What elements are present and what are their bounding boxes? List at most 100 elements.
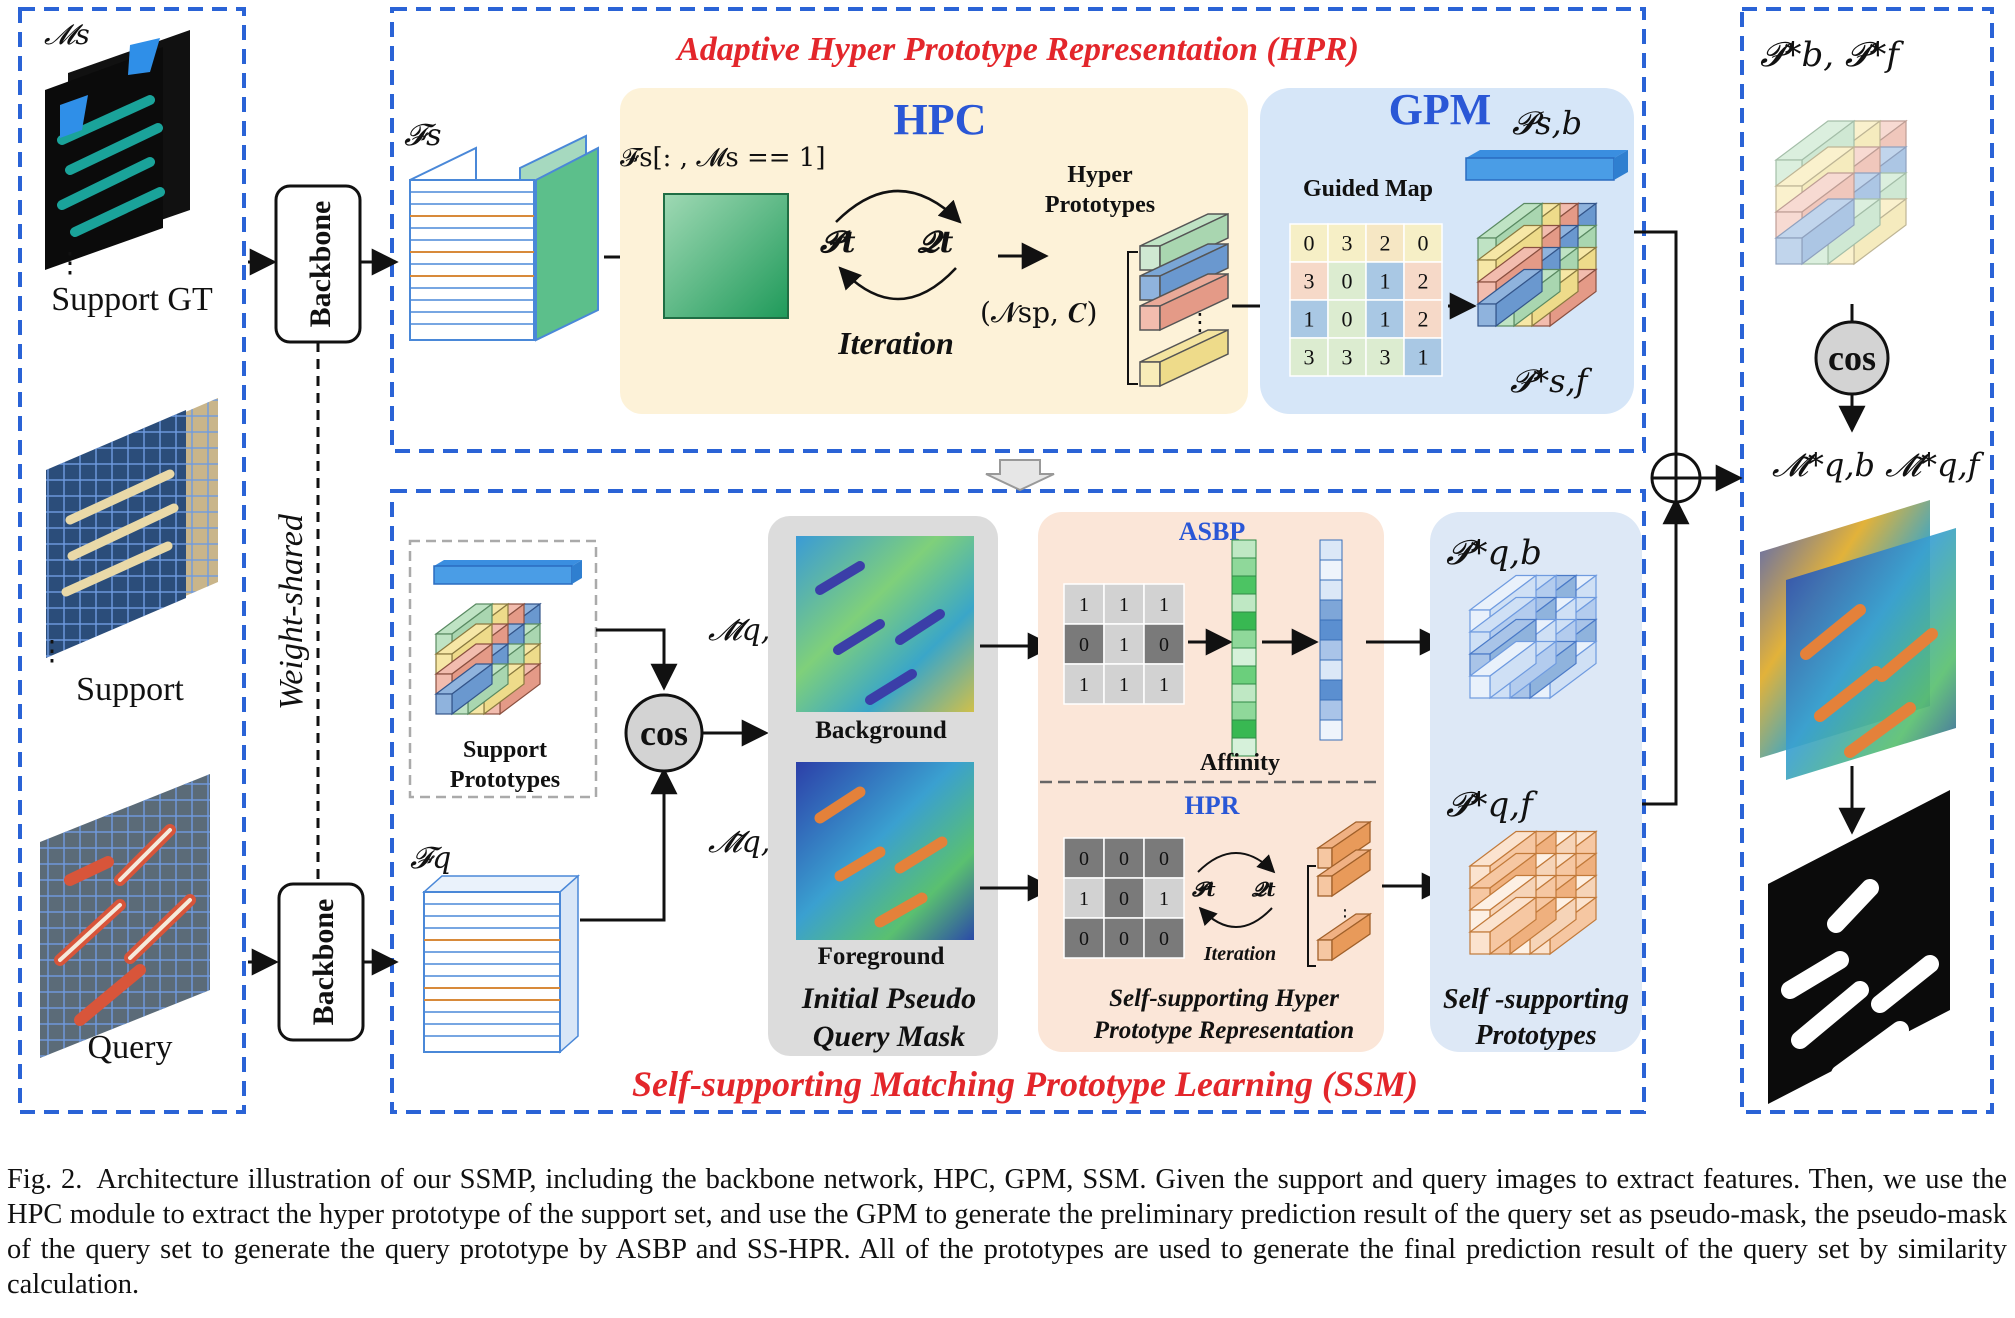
guided-map-cell: 3 [1365, 337, 1405, 377]
hpr-to-ssm-arrow [985, 459, 1055, 492]
asbp-cell: 0 [1143, 623, 1185, 665]
hpr-cell: 0 [1103, 877, 1145, 919]
svg-text:1: 1 [1380, 269, 1391, 294]
ss-hpr-title: HPR [1185, 791, 1240, 820]
guided-map-label: Guided Map [1303, 176, 1433, 202]
asbp-cell: 1 [1103, 583, 1145, 625]
fq-symbol: 𝓕q [410, 841, 451, 876]
svg-text:3: 3 [1342, 231, 1353, 256]
small-iteration-arc-bottom [1198, 906, 1273, 928]
initial-pseudo-label-1: Initial Pseudo [801, 982, 976, 1015]
svg-text:1: 1 [1418, 345, 1429, 370]
gpm-background-prototype [1465, 150, 1628, 181]
figure-caption: Fig. 2.Architecture illustration of our … [7, 1162, 2007, 1302]
guided-map-cell: 2 [1403, 299, 1443, 339]
iteration: Iteration [837, 325, 954, 361]
initial-pseudo-label-2: Query Mask [813, 1020, 966, 1053]
svg-text:0: 0 [1079, 928, 1089, 950]
backbone-top-label: Backbone [304, 201, 337, 328]
asbp-cell: 1 [1063, 663, 1105, 705]
gpm-foreground-cube [1476, 202, 1598, 328]
svg-text:3: 3 [1304, 269, 1315, 294]
output-cos-label: cos [1828, 338, 1876, 378]
support-label: Support [76, 671, 184, 708]
svg-text:0: 0 [1304, 231, 1315, 256]
guided-map-cell: 3 [1327, 223, 1367, 263]
hyper-prototypes-stack: ⋮ [1127, 212, 1229, 388]
svg-text:1: 1 [1079, 888, 1089, 910]
svg-text:0: 0 [1159, 848, 1169, 870]
backbone-bottom-label: Backbone [307, 899, 340, 1026]
svg-text:1: 1 [1304, 307, 1315, 332]
support-gt-label: Support GT [51, 281, 213, 318]
svg-text:0: 0 [1342, 307, 1353, 332]
output-frame [1740, 7, 1994, 1114]
masked-feature: 𝓕s[: , 𝓜s == 1] [620, 143, 825, 173]
q-t-small: 𝓠t [1251, 877, 1276, 901]
hpr-orange-prototypes: ⋮ [1307, 820, 1373, 967]
hpr-cell: 0 [1143, 917, 1185, 959]
svg-text:0: 0 [1159, 928, 1169, 950]
background-label: Background [815, 717, 947, 744]
p-bf: 𝓟*b, 𝓟*f [1760, 35, 1904, 75]
support-gt-ellipsis: ⋮ [56, 246, 84, 279]
guided-map-cell: 2 [1365, 223, 1405, 263]
ss-prototypes-label-2: Prototypes [1474, 1020, 1596, 1051]
guided-map-cell: 1 [1403, 337, 1443, 377]
foreground-heatmap-cars [814, 786, 948, 928]
fq-to-cos-line [580, 767, 678, 922]
hpr-cell: 0 [1103, 917, 1145, 959]
guided-map-cell: 1 [1365, 299, 1405, 339]
affinity-label: Affinity [1200, 750, 1280, 776]
gpm-title: GPM [1389, 85, 1492, 134]
guided-map-cell: 0 [1327, 261, 1367, 301]
iteration-arc-top [835, 189, 962, 224]
sp-to-cos-line [596, 628, 678, 691]
ssm-cos-label: cos [640, 713, 688, 753]
hpr-to-merge-line [1634, 230, 1678, 456]
svg-text:0: 0 [1418, 231, 1429, 256]
guided-map-cell: 3 [1289, 261, 1329, 301]
query-label: Query [88, 1029, 173, 1066]
small-iteration-arc-top [1197, 852, 1276, 874]
query-background-prototypes [1468, 574, 1598, 700]
hpr-cell: 1 [1063, 877, 1105, 919]
p-sf: 𝓟*s,f [1510, 362, 1593, 400]
svg-text:3: 3 [1380, 345, 1391, 370]
guided-map-cell: 2 [1403, 261, 1443, 301]
caption-text: Architecture illustration of our SSMP, i… [7, 1164, 2007, 1300]
guided-map-cell: 0 [1289, 223, 1329, 263]
hpr-title: Adaptive Hyper Prototype Representation … [675, 31, 1359, 68]
svg-text:3: 3 [1342, 345, 1353, 370]
ssm-to-merge-line [1642, 497, 1690, 806]
hpc-title: HPC [894, 95, 987, 144]
affinity-bar [1231, 539, 1257, 757]
p-qb: 𝓟*q,b [1446, 533, 1542, 573]
svg-text:1: 1 [1119, 594, 1129, 616]
support-background-prototype [433, 560, 582, 585]
hpr-cell: 0 [1063, 917, 1105, 959]
hpr-cell: 0 [1143, 837, 1185, 879]
ssm-title: Self-supporting Matching Prototype Learn… [632, 1064, 1418, 1104]
svg-text:0: 0 [1342, 269, 1353, 294]
weight-shared-label: Weight-shared [273, 513, 310, 710]
asbp-cell: 1 [1143, 663, 1185, 705]
hpc-panel [620, 88, 1248, 414]
architecture-figure: Adaptive Hyper Prototype Representation … [18, 7, 1994, 1114]
guided-map-cell: 0 [1403, 223, 1443, 263]
ssm-frame [390, 489, 1646, 1114]
guided-map-cell: 1 [1365, 261, 1405, 301]
q-t: 𝓠t [917, 225, 954, 260]
svg-text:0: 0 [1079, 848, 1089, 870]
m-out: 𝓜̃*q,b 𝓜̃*q,f [1772, 446, 1985, 484]
svg-text:1: 1 [1159, 674, 1169, 696]
svg-text:0: 0 [1079, 634, 1089, 656]
hpr-cell: 0 [1103, 837, 1145, 879]
svg-text:1: 1 [1159, 594, 1169, 616]
caption-label: Fig. 2. [7, 1164, 83, 1195]
svg-text:1: 1 [1079, 594, 1089, 616]
asbp-output-bar [1319, 539, 1343, 741]
iteration-small: Iteration [1203, 943, 1276, 965]
prototypes-label: Prototypes [1045, 192, 1155, 218]
asbp-cell: 0 [1063, 623, 1105, 665]
